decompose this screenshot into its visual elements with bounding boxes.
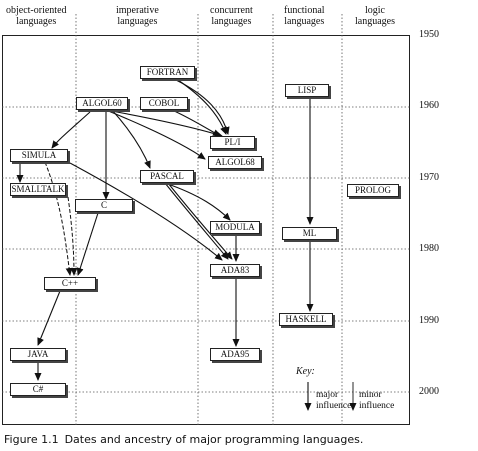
lang-smalltalk: SMALLTALK <box>10 183 66 196</box>
lang-java: JAVA <box>10 348 66 361</box>
arrow-algol60-pascal <box>111 109 151 169</box>
diagram-frame <box>2 35 410 425</box>
header-functional: functional languages <box>284 5 325 27</box>
lang-ada95: ADA95 <box>210 348 260 361</box>
arrow-algol60-algol68 <box>105 109 206 160</box>
key-major-label: major influence <box>316 390 352 411</box>
lang-ada83: ADA83 <box>210 264 260 277</box>
lang-c: C <box>75 199 133 212</box>
lang-cpp: C++ <box>44 277 96 290</box>
year-label-1990: 1990 <box>419 315 439 326</box>
lang-algol60: ALGOL60 <box>76 97 128 110</box>
lang-pli: PL/I <box>210 136 255 149</box>
year-label-2000: 2000 <box>419 386 439 397</box>
arrow-cpp-java <box>37 290 61 346</box>
lang-cobol: COBOL <box>140 97 188 110</box>
arrow-simula-cpp <box>44 161 73 276</box>
arrow-pascal-modula <box>164 182 231 221</box>
lang-modula: MODULA <box>210 221 260 234</box>
key-title: Key: <box>296 366 315 377</box>
arrow-pascal-ada83-2 <box>167 182 233 260</box>
arrow-cobol-pli <box>171 109 221 137</box>
header-object-oriented: object-oriented languages <box>6 5 67 27</box>
header-concurrent: concurrent languages <box>210 5 253 27</box>
figure-caption-text: Dates and ancestry of major programming … <box>64 433 364 446</box>
header-logic: logic languages <box>355 5 395 27</box>
year-label-1970: 1970 <box>419 172 439 183</box>
lang-algol68: ALGOL68 <box>208 156 262 169</box>
lang-simula: SIMULA <box>10 149 68 162</box>
figure-caption: Figure 1.1 Dates and ancestry of major pr… <box>4 433 363 446</box>
figure-number: Figure 1.1 <box>4 433 59 446</box>
arrow-c-cpp <box>76 212 99 276</box>
lang-prolog: PROLOG <box>347 184 399 197</box>
year-label-1960: 1960 <box>419 100 439 111</box>
year-label-1950: 1950 <box>419 29 439 40</box>
arrow-pascal-ada83 <box>164 182 229 260</box>
arrow-algol60-simula <box>51 111 91 149</box>
arrow-smalltalk-cpp <box>67 196 78 276</box>
header-imperative: imperative languages <box>116 5 159 27</box>
arrow-algol60-pli <box>105 109 223 138</box>
arrow-fortran-pli-2 <box>177 79 227 135</box>
lang-haskell: HASKELL <box>279 313 333 326</box>
arrow-simula-ada83 <box>69 162 223 261</box>
lang-ml: ML <box>282 227 337 240</box>
year-label-1980: 1980 <box>419 243 439 254</box>
lang-lisp: LISP <box>285 84 329 97</box>
lang-pascal: PASCAL <box>140 170 194 183</box>
lang-csharp: C# <box>10 383 66 396</box>
key-minor-label: minor influence <box>359 390 395 411</box>
lang-fortran: FORTRAN <box>140 66 195 79</box>
